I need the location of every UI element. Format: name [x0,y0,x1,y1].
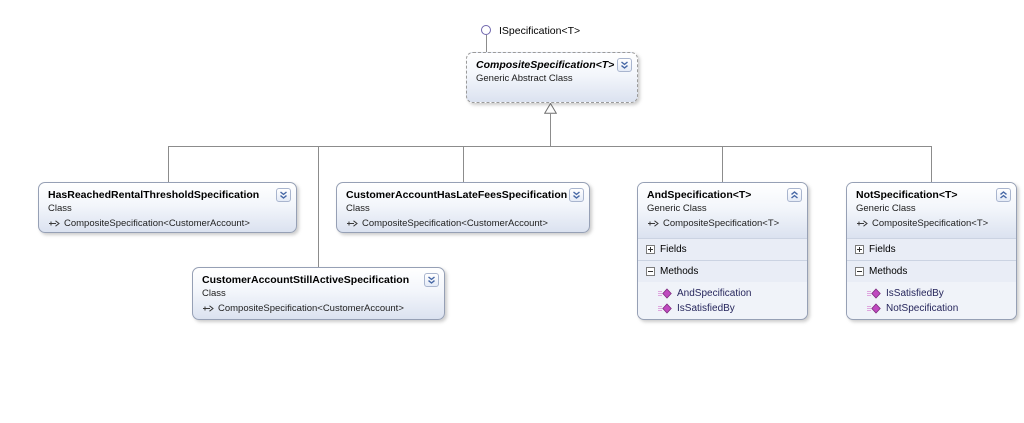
class-kind-label: Class [346,203,370,214]
compartment-label: Fields [869,244,896,255]
method-label: AndSpecification [677,288,752,299]
methods-compartment[interactable]: Methods [847,260,1016,282]
chevron-double-down-icon [427,275,436,285]
inheritance-drop-notspec[interactable] [931,146,932,182]
class-kind-label: Class [202,288,226,299]
class-title: CustomerAccountHasLateFeesSpecification [346,189,568,201]
interface-label: ISpecification<T> [499,25,581,37]
chevron-double-up-icon [790,190,799,200]
inheritance-drop-hasreached[interactable] [168,146,169,182]
class-node-and-specification[interactable]: AndSpecification<T> Generic Class Compos… [637,182,808,320]
compartment-label: Methods [869,266,908,277]
class-title: NotSpecification<T> [856,189,958,201]
inherits-arrow-icon [647,219,659,228]
class-kind-label: Class [48,203,72,214]
class-node-customeraccounthaslatefees-specification[interactable]: CustomerAccountHasLateFeesSpecification … [336,182,590,233]
methods-compartment[interactable]: Methods [638,260,807,282]
method-icon [867,288,881,299]
fields-compartment[interactable]: Fields [847,238,1016,260]
inheritance-bus-line[interactable] [168,146,932,147]
compartment-label: Methods [660,266,699,277]
compartment-label: Fields [660,244,687,255]
inheritance-drop-stillactive[interactable] [318,146,319,267]
minus-expander-icon[interactable] [855,267,864,276]
base-class-label: CompositeSpecification<T> [872,218,989,229]
inheritance-drop-andspec[interactable] [722,146,723,182]
class-node-not-specification[interactable]: NotSpecification<T> Generic Class Compos… [846,182,1017,320]
base-class-label: CompositeSpecification<CustomerAccount> [218,303,404,314]
expand-button[interactable] [569,188,584,202]
inherits-arrow-icon [856,219,868,228]
inheritance-trunk-line[interactable] [550,113,551,147]
plus-expander-icon[interactable] [646,245,655,254]
chevron-double-down-icon [572,190,581,200]
class-node-hasreachedrentalthreshold-specification[interactable]: HasReachedRentalThresholdSpecification C… [38,182,297,233]
inherits-arrow-icon [346,219,358,228]
class-title: CompositeSpecification<T> [476,59,615,71]
class-kind-label: Generic Abstract Class [476,73,573,84]
method-label: IsSatisfiedBy [886,288,944,299]
expand-button[interactable] [276,188,291,202]
collapse-button[interactable] [787,188,802,202]
collapse-button[interactable] [996,188,1011,202]
inheritance-drop-latefees[interactable] [463,146,464,182]
class-node-composite-specification[interactable]: CompositeSpecification<T> Generic Abstra… [466,52,638,103]
chevron-double-down-icon [620,60,629,70]
chevron-double-up-icon [999,190,1008,200]
inherits-arrow-icon [202,304,214,313]
expand-button[interactable] [617,58,632,72]
base-class-label: CompositeSpecification<CustomerAccount> [362,218,548,229]
base-class-label: CompositeSpecification<T> [663,218,780,229]
base-class-label: CompositeSpecification<CustomerAccount> [64,218,250,229]
method-icon [658,303,672,314]
class-title: CustomerAccountStillActiveSpecification [202,274,410,286]
class-node-customeraccountstillactive-specification[interactable]: CustomerAccountStillActiveSpecification … [192,267,445,320]
lollipop-stem-line [486,35,487,52]
method-item[interactable]: IsSatisfiedBy [847,286,1016,301]
interface-lollipop-icon[interactable] [481,25,491,35]
plus-expander-icon[interactable] [855,245,864,254]
expand-button[interactable] [424,273,439,287]
minus-expander-icon[interactable] [646,267,655,276]
inherits-arrow-icon [48,219,60,228]
method-item[interactable]: IsSatisfiedBy [638,301,807,316]
method-label: IsSatisfiedBy [677,303,735,314]
class-kind-label: Generic Class [856,203,916,214]
method-icon [867,303,881,314]
method-item[interactable]: AndSpecification [638,286,807,301]
method-icon [658,288,672,299]
class-kind-label: Generic Class [647,203,707,214]
method-item[interactable]: NotSpecification [847,301,1016,316]
class-title: HasReachedRentalThresholdSpecification [48,189,260,201]
class-title: AndSpecification<T> [647,189,752,201]
fields-compartment[interactable]: Fields [638,238,807,260]
chevron-double-down-icon [279,190,288,200]
method-label: NotSpecification [886,303,959,314]
